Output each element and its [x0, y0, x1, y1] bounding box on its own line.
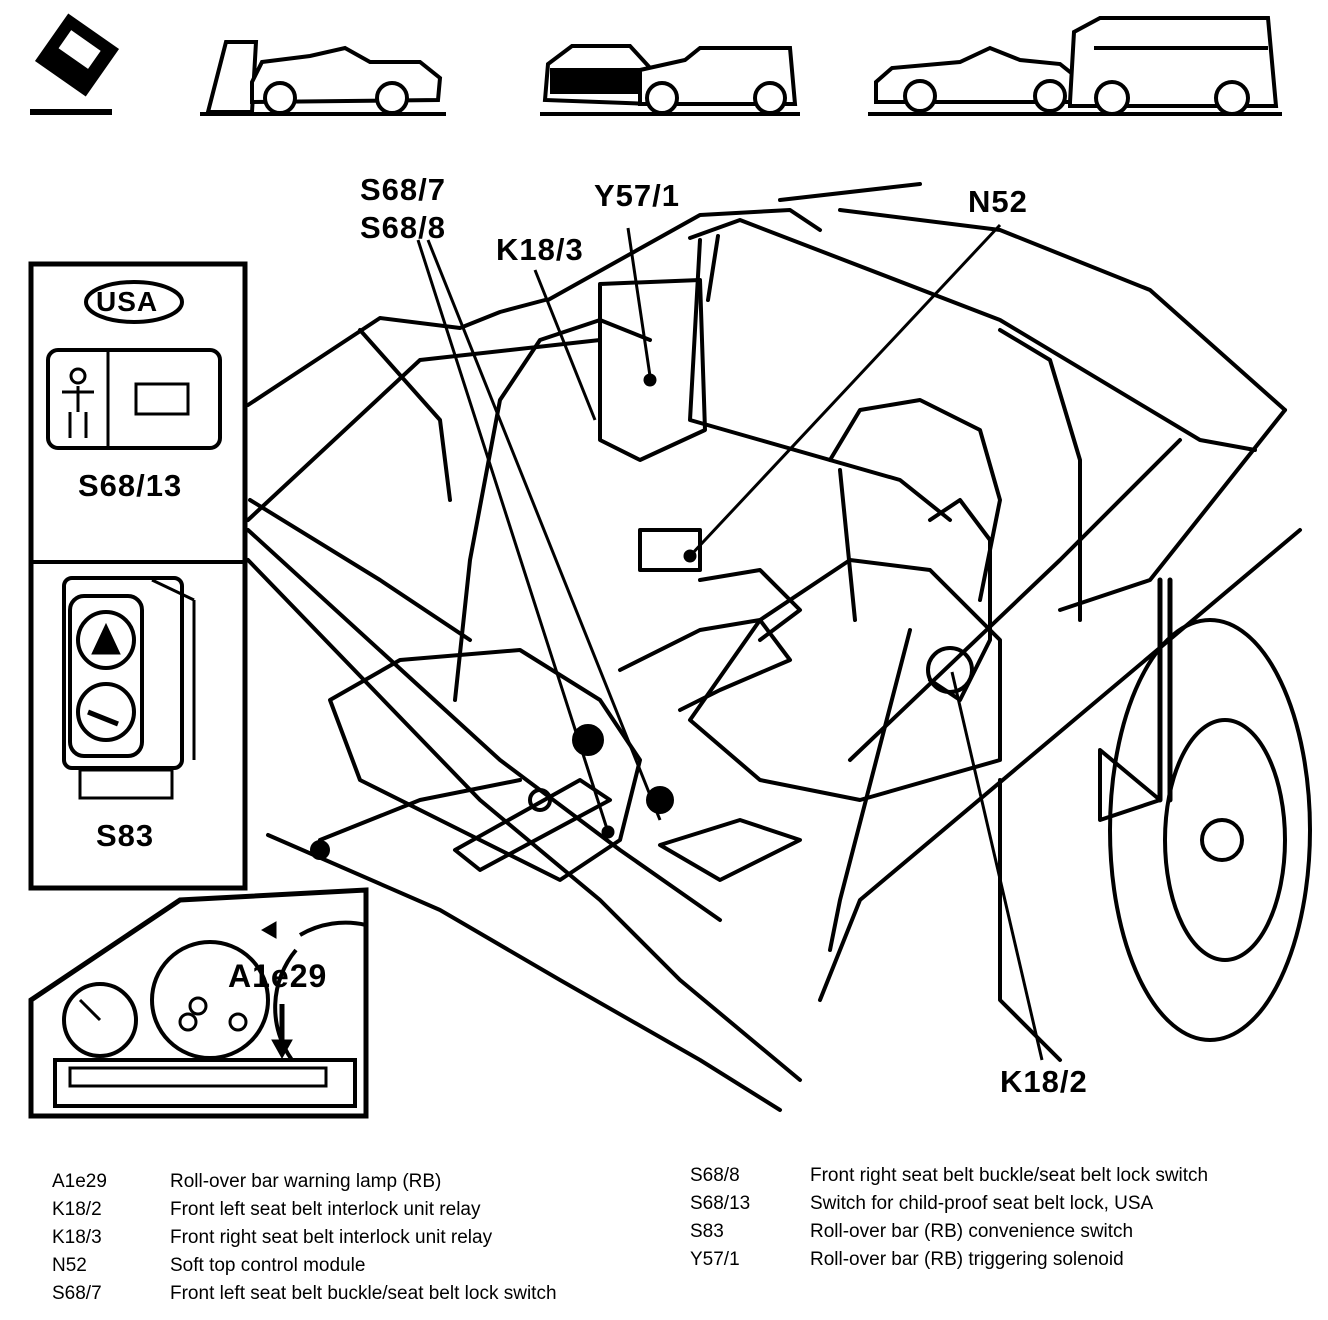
legend-description: Soft top control module: [170, 1255, 366, 1276]
legend-right-column: S68/8 Front right seat belt buckle/seat b…: [690, 1162, 1208, 1274]
car-to-car-collision-icon: [540, 44, 800, 116]
legend-description: Switch for child-proof seat belt lock, U…: [810, 1193, 1154, 1214]
legend-code: Y57/1: [690, 1249, 740, 1270]
callout-k18-3: K18/3: [496, 232, 584, 267]
legend-code: K18/2: [52, 1199, 102, 1220]
vehicle-interior-drawing: [246, 182, 1312, 1112]
switch-s68-13-label: S68/13: [78, 468, 183, 503]
legend-code: K18/3: [52, 1227, 102, 1248]
legend-description: Front left seat belt buckle/seat belt lo…: [170, 1283, 557, 1304]
legend-row: S68/7 Front left seat belt buckle/seat be…: [52, 1280, 557, 1308]
rollover-scenario-icon: [30, 13, 120, 115]
legend-code: S68/7: [52, 1283, 102, 1304]
legend-description: Front left seat belt interlock unit rela…: [170, 1199, 481, 1220]
callout-s68-7: S68/7: [360, 172, 447, 207]
callout-s68-8: S68/8: [360, 210, 447, 245]
inset-panel: [28, 261, 248, 891]
legend-description: Front right seat belt buckle/seat belt l…: [810, 1165, 1209, 1186]
legend-description: Roll-over bar warning lamp (RB): [170, 1171, 442, 1192]
legend-code: S68/13: [690, 1193, 751, 1214]
legend-code: S83: [690, 1221, 724, 1242]
legend-row: A1e29 Roll-over bar warning lamp (RB): [52, 1168, 557, 1196]
legend-left-column: A1e29 Roll-over bar warning lamp (RB) K18…: [52, 1168, 557, 1308]
usa-region-badge: USA: [96, 286, 159, 317]
legend-row: K18/2 Front left seat belt interlock unit…: [52, 1196, 557, 1224]
legend-row: S68/13 Switch for child-proof seat belt l…: [690, 1190, 1208, 1218]
legend-row: Y57/1 Roll-over bar (RB) triggering solen…: [690, 1246, 1208, 1274]
legend-row: S83 Roll-over bar (RB) convenience switch: [690, 1218, 1208, 1246]
legend-row: N52 Soft top control module: [52, 1252, 557, 1280]
legend-description: Roll-over bar (RB) convenience switch: [810, 1221, 1134, 1242]
switch-s83-label: S83: [96, 818, 155, 853]
legend-row: S68/8 Front right seat belt buckle/seat b…: [690, 1162, 1208, 1190]
legend-code: S68/8: [690, 1165, 740, 1186]
cluster-a1e29-label: A1e29: [228, 958, 328, 994]
legend-code: A1e29: [52, 1171, 107, 1192]
callout-y57-1: Y57/1: [594, 178, 681, 213]
legend-description: Front right seat belt interlock unit rel…: [170, 1227, 493, 1248]
instrument-cluster-inset: [28, 887, 369, 1119]
legend-description: Roll-over bar (RB) triggering solenoid: [810, 1249, 1124, 1270]
callout-n52: N52: [968, 184, 1028, 219]
frontal-barrier-scenario-icon: [200, 40, 446, 116]
leader-lines: [416, 223, 1044, 1061]
legend-row: K18/3 Front right seat belt interlock uni…: [52, 1224, 557, 1252]
legend-code: N52: [52, 1255, 87, 1276]
callout-k18-2: K18/2: [1000, 1064, 1088, 1099]
side-impact-scenario-icon: [868, 16, 1282, 116]
